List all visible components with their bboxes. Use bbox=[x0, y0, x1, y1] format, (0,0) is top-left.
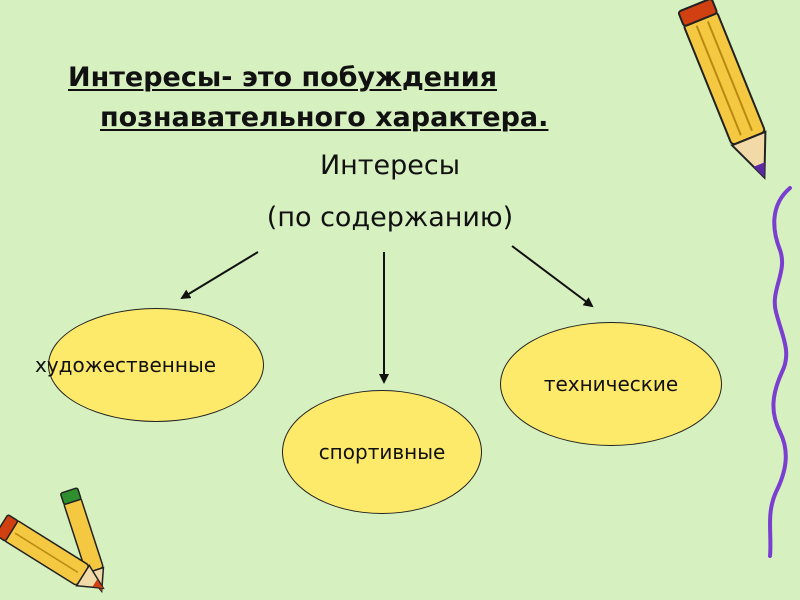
title-line-1: Интересы- это побуждения bbox=[68, 62, 498, 93]
node-sport-label: спортивные bbox=[318, 440, 446, 464]
root-label: Интересы bbox=[319, 150, 461, 181]
arrow-to-tech bbox=[511, 245, 594, 308]
node-art-interests: художественные bbox=[35, 308, 264, 422]
root-qualifier: (по содержанию) bbox=[266, 202, 514, 233]
node-tech-label: технические bbox=[543, 372, 679, 396]
node-tech-interests: технические bbox=[500, 322, 722, 446]
node-sport-interests: спортивные bbox=[282, 390, 482, 514]
slide-title: Интересы- это побуждения познавательного… bbox=[68, 58, 708, 138]
node-art-label: художественные bbox=[35, 353, 217, 377]
pencil-icon bbox=[677, 0, 767, 180]
pencil-icon bbox=[0, 514, 105, 590]
title-line-2: познавательного характера. bbox=[100, 102, 549, 133]
arrow-to-art bbox=[180, 251, 259, 300]
squiggle-line bbox=[768, 186, 792, 558]
